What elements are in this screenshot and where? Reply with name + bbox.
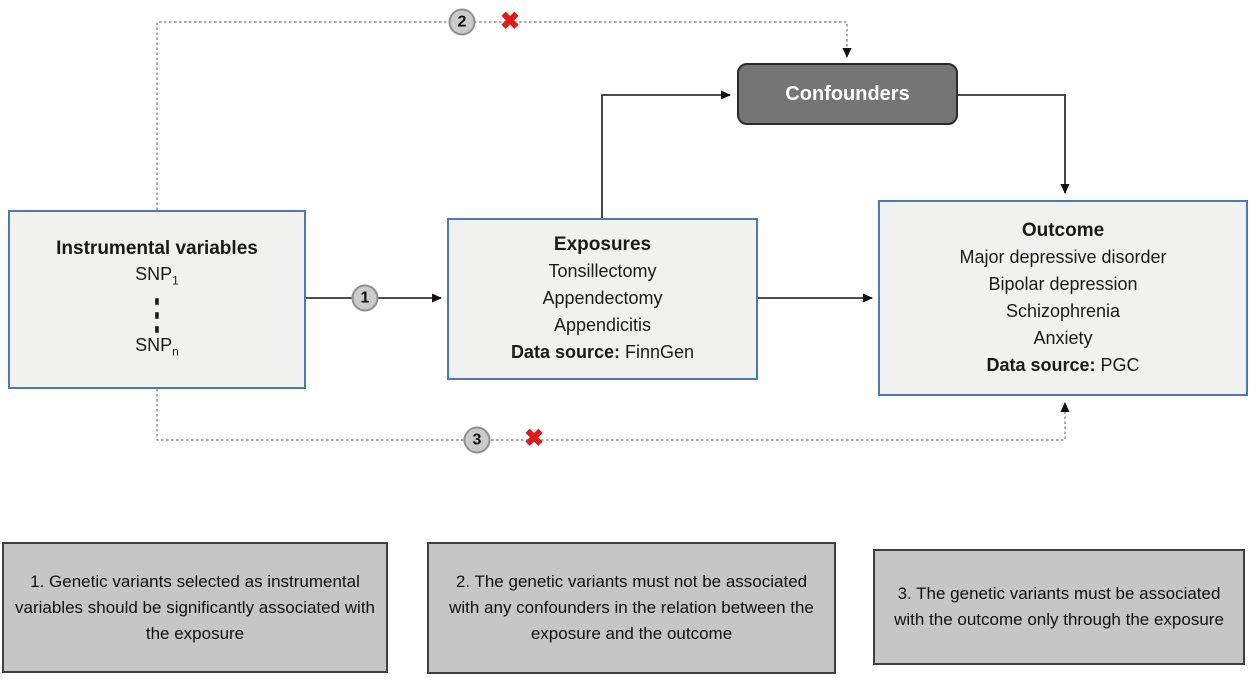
outcome-item: Anxiety bbox=[1033, 327, 1093, 348]
outcome-item: Major depressive disorder bbox=[959, 246, 1167, 267]
vertical-ellipsis: ⋮ bbox=[144, 289, 170, 338]
assumption-badge-3: 3 bbox=[463, 426, 491, 454]
assumption-box-3: 3. The genetic variants must be associat… bbox=[873, 549, 1245, 665]
instrumental-variables-box: Instrumental variables SNP1 ⋮ SNPn bbox=[8, 210, 306, 389]
outcome-item: Bipolar depression bbox=[988, 273, 1138, 294]
exposures-box: Exposures Tonsillectomy Appendectomy App… bbox=[447, 218, 758, 380]
outcome-box: Outcome Major depressive disorder Bipola… bbox=[878, 200, 1248, 396]
instrumental-variables-title: Instrumental variables bbox=[56, 237, 258, 259]
outcome-item: Schizophrenia bbox=[1005, 300, 1121, 321]
confounders-box: Confounders bbox=[737, 63, 958, 125]
cross-mark-top: ✖ bbox=[499, 8, 521, 35]
exposures-title: Exposures bbox=[553, 234, 652, 255]
cross-mark-bottom: ✖ bbox=[523, 425, 545, 452]
exposure-item: Appendicitis bbox=[553, 315, 652, 335]
assumption-box-1: 1. Genetic variants selected as instrume… bbox=[2, 542, 388, 673]
snp-last: SNPn bbox=[135, 334, 179, 359]
assumption-box-2: 2. The genetic variants must not be asso… bbox=[427, 542, 836, 674]
outcome-title: Outcome bbox=[1021, 219, 1105, 241]
outcome-data-source: Data source: PGC bbox=[986, 354, 1140, 375]
exposures-data-source: Data source: FinnGen bbox=[510, 342, 695, 362]
confounders-label: Confounders bbox=[785, 82, 910, 105]
exposure-item: Appendectomy bbox=[542, 288, 663, 308]
exposure-item: Tonsillectomy bbox=[548, 261, 657, 281]
assumption-badge-2: 2 bbox=[448, 8, 476, 36]
snp-first: SNP1 bbox=[135, 263, 179, 288]
assumption-badge-1: 1 bbox=[351, 284, 379, 312]
